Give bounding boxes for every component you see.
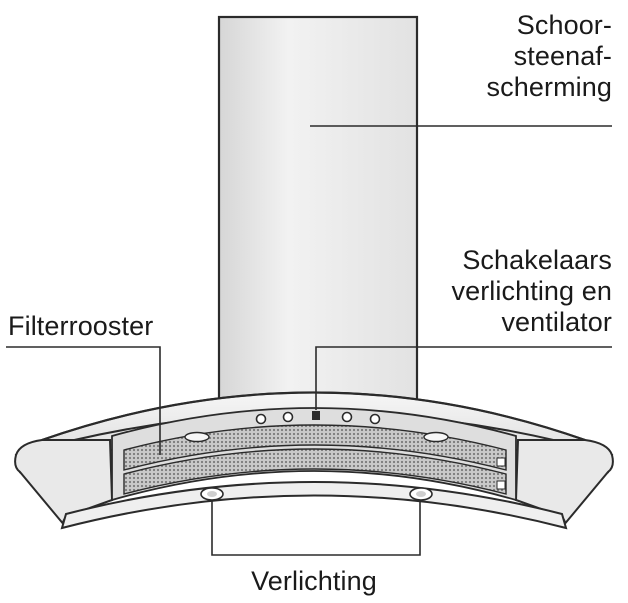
label-line: scherming [486, 72, 612, 102]
label-line: Schoor- [516, 10, 612, 40]
label-line: ventilator [501, 307, 612, 337]
label-chimney-cover: Schoor- steenaf- scherming [412, 10, 612, 103]
lamp-icon [423, 431, 449, 443]
leader-lighting [211, 500, 421, 556]
canopy-top-rim [41, 391, 586, 442]
canopy-lower-band [60, 481, 568, 530]
label-line: steenaf- [513, 41, 612, 71]
control-button-icon [341, 411, 353, 423]
light-bulb-icon [416, 491, 426, 497]
control-button-icon [369, 413, 381, 425]
control-indicator-icon [312, 411, 320, 420]
control-button-icon [255, 413, 267, 425]
filter-latch-icon [496, 457, 506, 467]
filter-mesh-lower [123, 448, 507, 495]
label-line: Schakelaars [462, 245, 612, 275]
lamp-icon [184, 431, 210, 443]
control-button-icon [282, 411, 294, 423]
leader-switches [315, 346, 612, 410]
label-line: verlichting en [451, 276, 612, 306]
leader-filter-grid [6, 346, 161, 455]
label-filter-grid: Filterrooster [8, 311, 154, 341]
filter-mesh-upper [123, 424, 507, 471]
filter-latch-icon [496, 480, 506, 490]
light-bulb-icon [207, 491, 217, 497]
label-switches: Schakelaars verlichting en ventilator [392, 245, 612, 338]
chimney-cover [217, 15, 419, 421]
label-lighting: Verlichting [251, 566, 377, 596]
